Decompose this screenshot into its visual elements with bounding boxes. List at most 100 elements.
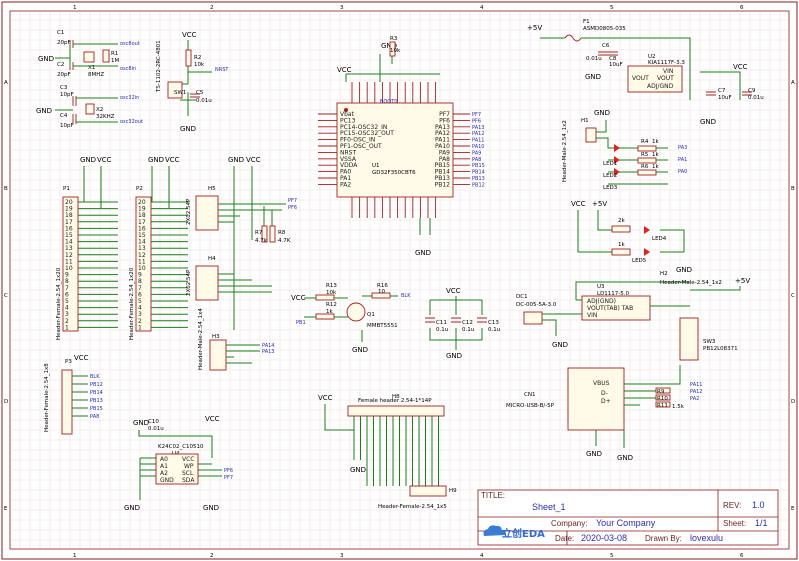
company-label: Company: [551, 519, 587, 528]
c3-value: 10pF [60, 92, 74, 98]
net-led-pa1: PA1 [678, 157, 687, 163]
sheet-label: Sheet: [723, 519, 746, 528]
h2-ref: H2 [660, 271, 668, 277]
c6-value: 0.01u [586, 56, 602, 62]
gnd-label-c6: GND [585, 73, 601, 81]
header-pin-number: 8 [65, 278, 69, 285]
row-d: D [4, 399, 8, 405]
r2-ref: R2 [194, 55, 201, 61]
sw1-part: TS-1102-2RC-4801 [156, 40, 162, 93]
c10-value: 0.01u [148, 426, 164, 432]
r5-resistor [637, 157, 657, 164]
header-pin-number: 4 [138, 305, 142, 312]
u1-top-pins [345, 54, 440, 235]
led3-ref: LED3 [603, 185, 618, 191]
i2c-wires [218, 166, 286, 364]
u1-bottom-pins [351, 197, 437, 218]
header-pin-number: 11 [65, 258, 73, 265]
led4-ref: LED4 [652, 236, 667, 242]
x2-value: 32KHZ [96, 114, 115, 120]
row-d-right: D [791, 399, 795, 405]
header-pin-number: 12 [65, 252, 73, 259]
v5-label-h2: +5V [735, 277, 750, 285]
u1-right-net-label: PA9 [472, 150, 481, 156]
sw3-switch [679, 317, 699, 361]
title-label: TITLE: [481, 491, 505, 500]
h8-part: Female header 2.54-1*14P [358, 398, 432, 404]
header-pin-number: 6 [138, 291, 142, 298]
u1-left-pin-label: PF0-OSC_IN [340, 137, 375, 144]
h5-ref: H5 [208, 186, 216, 192]
u1-left-pin-label: Vbat [340, 111, 355, 118]
header-pin-number: 2 [65, 318, 69, 325]
r1-value: 1M [111, 58, 119, 64]
vcc-label-p2: VCC [165, 156, 180, 164]
vcc-label-decoupling: VCC [446, 287, 461, 295]
net-boot0: BOOT0 [380, 99, 397, 105]
cn1-pin-vbus: VBUS [593, 380, 610, 387]
u1-left-pin-label: PA1 [340, 175, 351, 182]
c13-value: 0.1u [488, 327, 500, 333]
header-supply-wires [83, 166, 170, 208]
r7-resistor [261, 225, 268, 243]
c11-ref: C11 [436, 320, 447, 326]
sw3-ref: SW3 [703, 339, 716, 345]
r-2k-value: 2k [618, 218, 625, 224]
r11-resistor [655, 401, 671, 408]
h4-body [195, 265, 219, 301]
u4-pin-gnd: GND [160, 477, 174, 484]
f1-value: ASMD0805-035 [583, 26, 626, 32]
r9-resistor [655, 387, 671, 394]
col-4: 4 [480, 5, 484, 11]
c3-ref: C3 [60, 85, 68, 91]
u4-pin-vcc: VCC [182, 456, 194, 463]
h9-part: Header-Female-2.54_1x5 [378, 504, 447, 510]
header-pin-number: 19 [138, 206, 146, 213]
led45-wires [577, 210, 685, 253]
u1-right-pin-label: PB12 [435, 181, 451, 188]
header-pin-number: 9 [65, 272, 69, 279]
u1-body [336, 102, 454, 198]
h2-wire [690, 286, 741, 291]
net-pa14: PA14 [262, 343, 274, 349]
net-osc32out: osc32out [120, 119, 143, 125]
vcc-label-ldo: VCC [733, 63, 748, 71]
r16-resistor [371, 292, 391, 299]
u1-right-net-label: PA11 [472, 138, 484, 144]
r4-value: 1k [652, 139, 659, 145]
p1-ref: P1 [63, 186, 70, 192]
net-usb-pa12: PA12 [690, 389, 702, 395]
u4-pin-sda: SDA [182, 477, 195, 484]
net-pb1: PB1 [296, 320, 306, 326]
r2-value: 10k [194, 62, 205, 68]
u1-right-net-label: PB15 [472, 163, 485, 169]
h9-ref: H9 [449, 488, 457, 494]
net-led-pa0: PA0 [678, 169, 687, 175]
gnd-label-reset: GND [180, 125, 196, 133]
h8-pins [353, 416, 439, 486]
gnd-label-u4: GND [124, 504, 140, 512]
net-nrst: NRST [215, 67, 229, 73]
header-pin-number: 17 [138, 219, 146, 226]
u1-right-net-label: PF7 [472, 112, 481, 118]
drawn-by-label: Drawn By: [645, 534, 682, 543]
c3-c4-plates [72, 96, 77, 124]
h5-part: 2X02.54P [186, 198, 192, 225]
header-p2: GND VCC P2 Header-Female-2.54_1x20 20191… [83, 156, 188, 340]
h8-ref: H8 [392, 394, 400, 400]
u1-right-net-label: PA10 [472, 144, 484, 150]
u1-part: GD32F350CBT6 [372, 170, 416, 176]
r9-ref: R9 [657, 389, 665, 395]
u1-right-pin-label: PA10 [435, 143, 450, 150]
u1-right-pin-label: PA9 [439, 149, 450, 156]
lceda-logo: 立创EDA [483, 525, 545, 540]
u2-body [627, 65, 683, 93]
col-3-bottom: 3 [340, 553, 344, 559]
u4-pin-a1: A1 [160, 463, 168, 470]
row-a-right: A [791, 80, 795, 86]
f1-ref: F1 [583, 19, 590, 25]
header-pin-number: 14 [65, 239, 73, 246]
header-pin-number: 20 [65, 199, 73, 206]
company-value: Your Company [596, 518, 656, 528]
header-pin-number: 18 [138, 212, 146, 219]
